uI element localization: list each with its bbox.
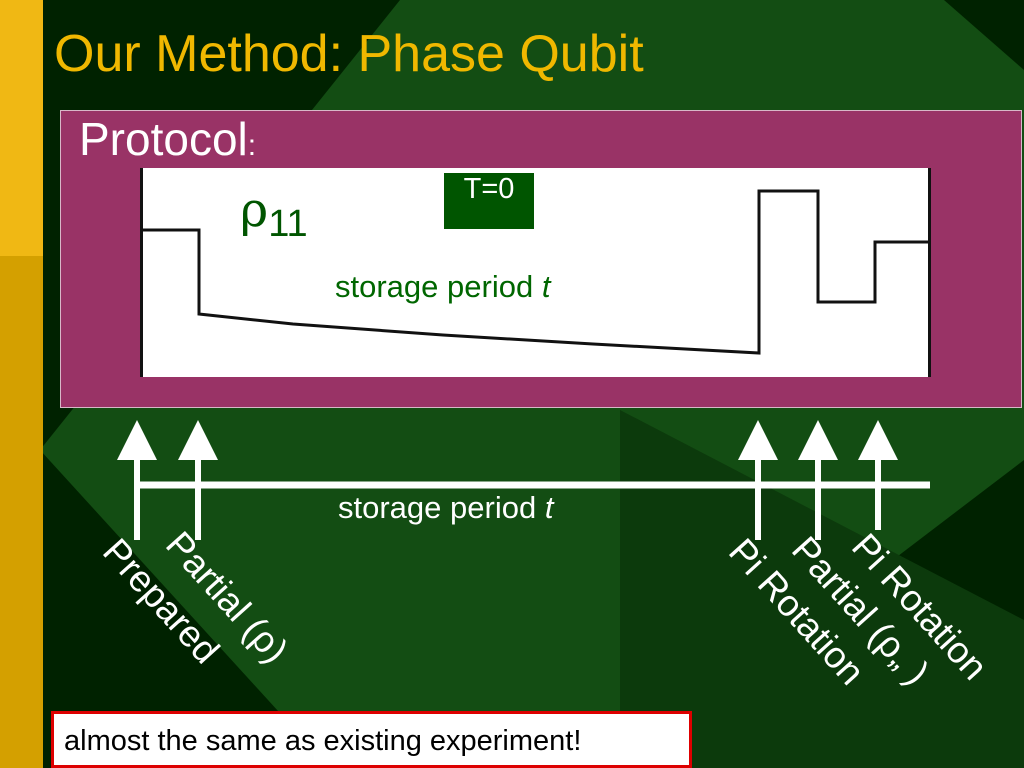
up-arrow-icon xyxy=(117,420,157,540)
occupancy-waveform xyxy=(143,189,928,355)
protocol-heading-colon: : xyxy=(247,129,257,162)
storage-period-var: t xyxy=(541,269,551,304)
note-text: almost the same as existing experiment! xyxy=(64,725,582,757)
rho-11-label: ρ11 xyxy=(240,186,308,243)
up-arrow-icon xyxy=(178,420,218,540)
rho-symbol: ρ xyxy=(240,182,269,238)
note-box: almost the same as existing experiment! xyxy=(51,711,692,768)
storage-period-label-plot: storage period t xyxy=(335,271,550,302)
up-arrow-icon xyxy=(738,420,778,540)
storage-period-var: t xyxy=(544,490,554,525)
protocol-heading-text: Protocol xyxy=(79,113,248,165)
t-zero-badge: T=0 xyxy=(444,173,534,229)
t-zero-label: T=0 xyxy=(463,173,515,205)
slide-title: Our Method: Phase Qubit xyxy=(54,25,644,83)
protocol-heading: Protocol: xyxy=(79,114,256,165)
occupancy-trace xyxy=(143,189,928,355)
up-arrow-icon xyxy=(858,420,898,530)
storage-period-text: storage period xyxy=(335,269,542,304)
rho-subscript: 11 xyxy=(268,203,308,245)
protocol-panel: Protocol: xyxy=(60,110,1022,408)
occupancy-plot xyxy=(140,168,931,377)
up-arrow-icon xyxy=(798,420,838,540)
storage-period-text: storage period xyxy=(338,490,545,525)
storage-period-label-timeline: storage period t xyxy=(338,492,553,523)
